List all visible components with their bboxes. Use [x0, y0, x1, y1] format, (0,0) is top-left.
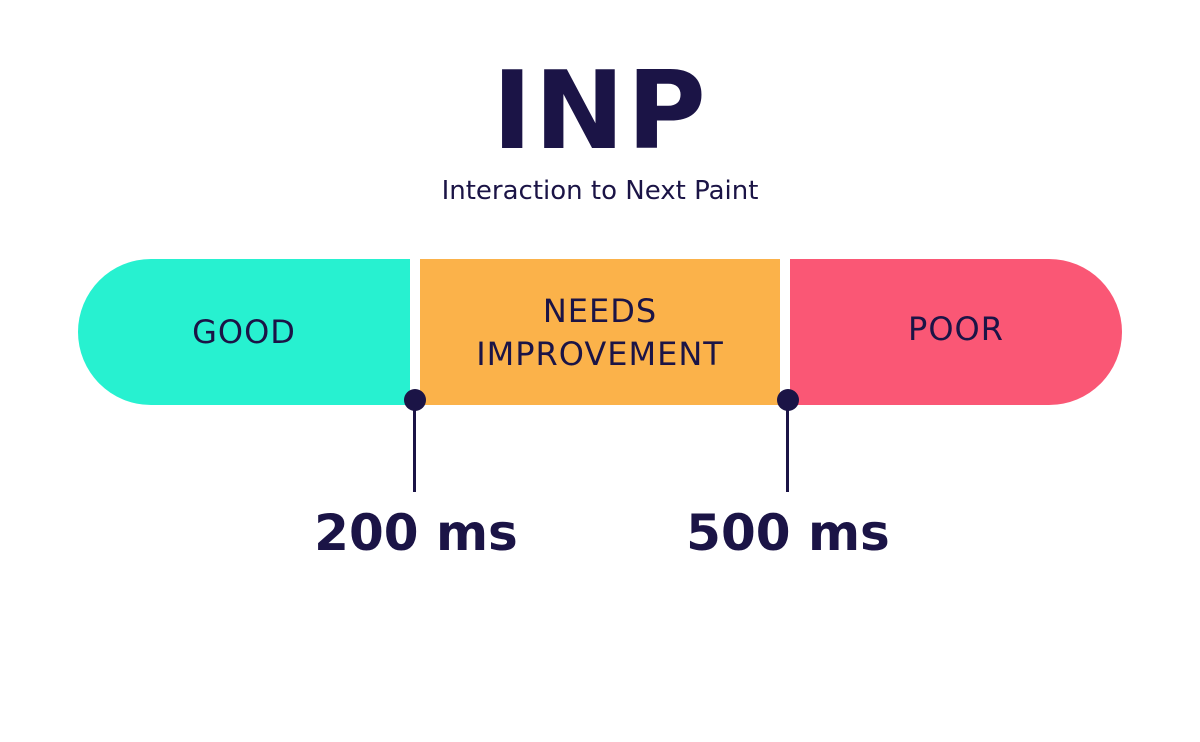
page-title: INP	[492, 49, 708, 174]
segment-needs-improvement: NEEDS IMPROVEMENT	[420, 259, 780, 405]
segment-good: GOOD	[78, 259, 410, 405]
segment-poor: POOR	[790, 259, 1122, 405]
segment-needs-improvement-label: NEEDS IMPROVEMENT	[476, 290, 724, 376]
segment-poor-label: POOR	[908, 310, 1004, 349]
threshold-500-marker-line	[786, 400, 789, 492]
threshold-200-marker-line	[413, 400, 416, 492]
threshold-200-label: 200 ms	[314, 504, 518, 562]
threshold-500-label: 500 ms	[686, 504, 890, 562]
segment-needs-improvement-label-line1: NEEDS	[542, 291, 658, 330]
page-subtitle: Interaction to Next Paint	[441, 176, 759, 206]
segment-needs-improvement-label-line2: IMPROVEMENT	[476, 335, 724, 373]
segment-good-label: GOOD	[192, 313, 296, 352]
